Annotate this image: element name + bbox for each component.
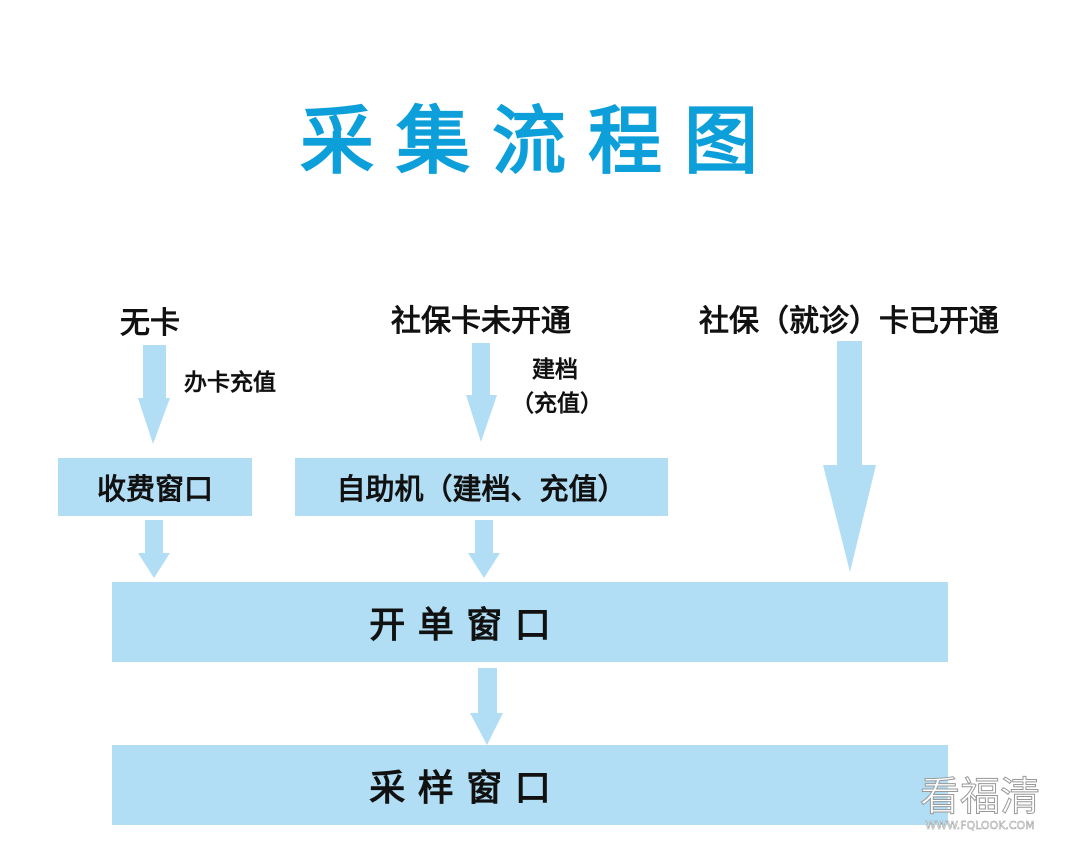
arrow-activated <box>823 341 876 572</box>
node-self-service-kiosk: 自助机（建档、充值） <box>295 458 668 516</box>
diagram-title: 采集流程图 <box>300 98 780 185</box>
watermark: 看福清 WWW.FQLOOK.COM <box>920 774 1041 833</box>
arrow-kiosk-to-order <box>468 520 500 578</box>
label-create-record: 建档 <box>532 357 578 383</box>
arrow-cashier-to-order <box>138 520 170 578</box>
node-order-window: 开 单 窗 口 <box>112 582 948 662</box>
arrow-not-activated <box>466 343 497 442</box>
watermark-url: WWW.FQLOOK.COM <box>925 819 1035 833</box>
arrow-order-to-sampling <box>470 668 503 745</box>
node-cashier-window: 收费窗口 <box>58 458 252 516</box>
source-no-card: 无卡 <box>120 306 180 341</box>
label-recharge: （充值） <box>511 391 603 417</box>
node-sampling-window: 采 样 窗 口 <box>112 745 948 825</box>
watermark-name: 看福清 <box>920 774 1041 820</box>
source-card-activated: 社保（就诊）卡已开通 <box>699 304 999 339</box>
arrow-no-card <box>138 345 170 444</box>
label-card-recharge: 办卡充值 <box>184 370 276 396</box>
source-card-not-activated: 社保卡未开通 <box>391 304 571 339</box>
